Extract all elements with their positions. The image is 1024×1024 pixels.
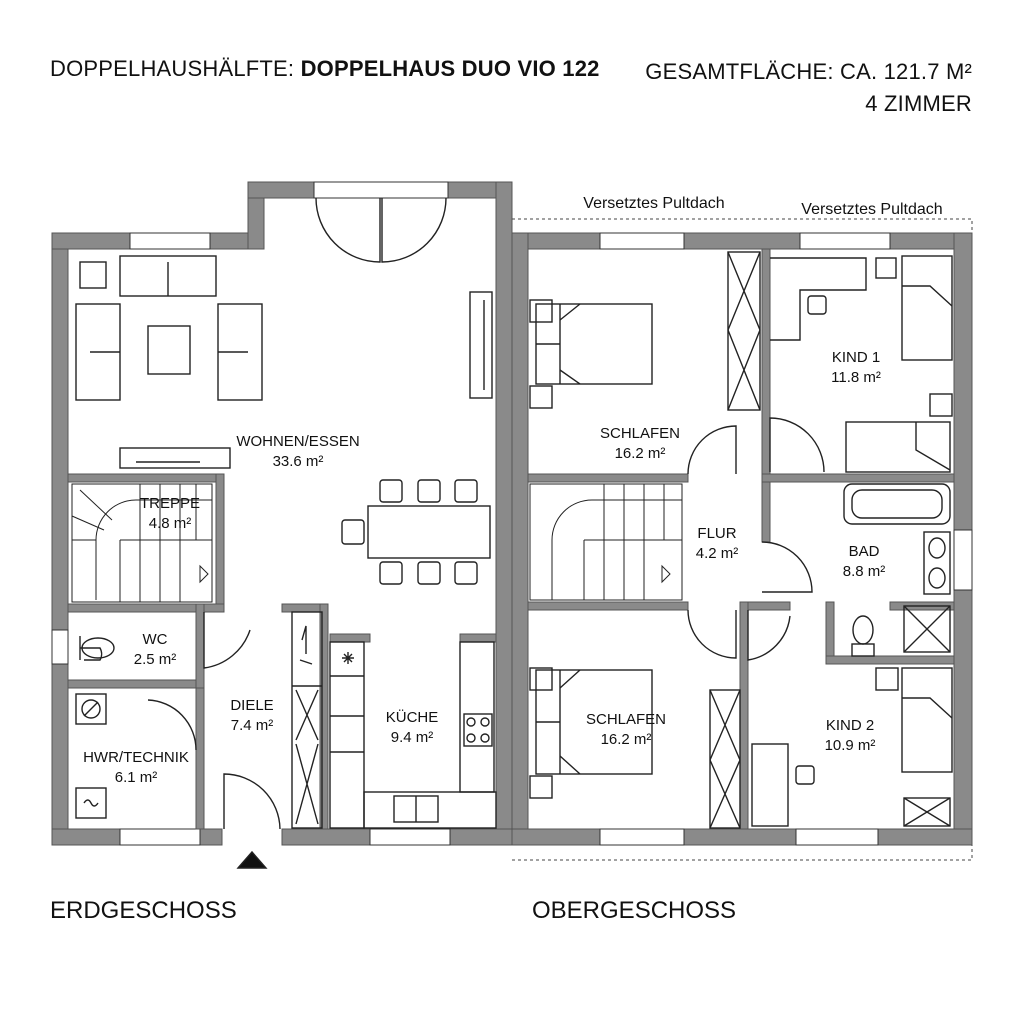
room-area-kind2: 10.9 m² [825, 737, 876, 754]
room-area-treppe: 4.8 m² [149, 515, 192, 532]
wc-fixtures [79, 612, 251, 669]
title-prefix: DOPPELHAUSHÄLFTE: [50, 56, 301, 81]
bath-fixtures [843, 483, 951, 657]
room-name-wohnen: WOHNEN/ESSEN [236, 433, 359, 450]
room-name-kueche: KÜCHE [386, 708, 439, 726]
upper-interior-walls [527, 248, 955, 830]
ground-staircase [71, 483, 213, 603]
room-area-schlafen1: 16.2 m² [615, 445, 666, 462]
room-name-kind1: KIND 1 [832, 349, 880, 366]
plan-summary: GESAMTFLÄCHE: CA. 121.7 M² 4 ZIMMER [645, 56, 972, 120]
kitchen-fixtures [291, 611, 497, 829]
room-area-wc: 2.5 m² [134, 651, 177, 668]
room-area-diele: 7.4 m² [231, 717, 274, 734]
room-name-flur: FLUR [697, 525, 736, 542]
ground-windows [51, 181, 451, 846]
sofa-set [75, 255, 263, 401]
room-area-hwr: 6.1 m² [115, 769, 158, 786]
room-name-treppe: TREPPE [140, 495, 200, 512]
bed-schlafen-1 [529, 299, 653, 409]
room-area-flur: 4.2 m² [696, 545, 739, 562]
room-name-kind2: KIND 2 [826, 717, 874, 734]
entrance-door[interactable] [223, 773, 281, 869]
room-area-kind1: 11.8 m² [831, 369, 881, 386]
room-name-diele: DIELE [230, 697, 273, 714]
tv-board [119, 447, 231, 469]
wardrobe-schlafen-2 [709, 689, 741, 829]
room-area-schlafen2: 16.2 m² [601, 731, 652, 748]
upper-room-labels: SCHLAFEN 16.2 m² KIND 1 11.8 m² FLUR 4.2… [586, 349, 885, 754]
total-area: GESAMTFLÄCHE: CA. 121.7 M² [645, 59, 972, 84]
ground-exterior-walls [51, 181, 513, 846]
model-name: DOPPELHAUS DUO VIO 122 [300, 56, 600, 81]
ground-floor: WOHNEN/ESSEN 33.6 m² TREPPE 4.8 m² WC 2.… [51, 181, 513, 869]
room-area-bad: 8.8 m² [843, 563, 886, 580]
terrace-door-left[interactable] [315, 197, 381, 263]
room-name-bad: BAD [849, 543, 880, 560]
room-area-kueche: 9.4 m² [391, 729, 434, 746]
terrace-door-right[interactable] [381, 197, 447, 263]
roof-label-2: Versetztes Pultdach [801, 201, 942, 218]
kind2-furniture [751, 667, 953, 827]
upper-windows [599, 232, 973, 846]
ground-interior-walls [67, 473, 497, 830]
upper-staircase [529, 483, 683, 601]
sideboard [469, 291, 493, 399]
wardrobe-schlafen-1 [727, 251, 761, 411]
room-name-wc: WC [143, 631, 168, 648]
room-name-schlafen2: SCHLAFEN [586, 711, 666, 728]
floor-label-ground: ERDGESCHOSS [50, 897, 237, 924]
room-name-schlafen1: SCHLAFEN [600, 425, 680, 442]
room-area-wohnen: 33.6 m² [273, 453, 324, 470]
room-count: 4 ZIMMER [865, 91, 972, 116]
flur-doors[interactable] [687, 425, 813, 661]
ground-room-labels: WOHNEN/ESSEN 33.6 m² TREPPE 4.8 m² WC 2.… [83, 433, 438, 786]
plan-title: DOPPELHAUSHÄLFTE: DOPPELHAUS DUO VIO 122 [50, 56, 600, 82]
roof-outline [512, 218, 973, 861]
bed-schlafen-2 [529, 667, 653, 799]
upper-floor: Versetztes Pultdach Versetztes Pultdach [511, 195, 973, 861]
hwr-fixtures [75, 693, 197, 819]
floor-label-upper: OBERGESCHOSS [532, 897, 737, 924]
room-name-hwr: HWR/TECHNIK [83, 749, 189, 766]
kind1-furniture [769, 255, 953, 473]
dining-table [341, 479, 491, 585]
roof-label-1: Versetztes Pultdach [583, 195, 724, 212]
